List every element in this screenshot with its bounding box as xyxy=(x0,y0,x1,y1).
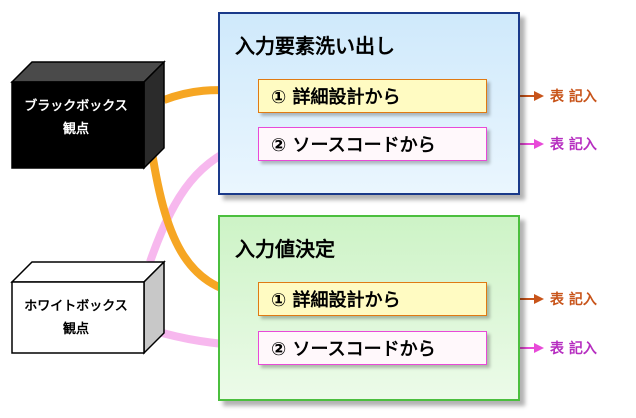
panel-title: 入力値決定 xyxy=(235,237,335,261)
output-label: 表 記入 xyxy=(550,292,597,308)
item-detail-design: ① 詳細設計から xyxy=(258,282,487,316)
output-label: 表 記入 xyxy=(550,137,597,153)
whitebox-cube xyxy=(10,260,166,355)
item-source-code: ② ソースコードから xyxy=(258,331,487,365)
item-source-code: ② ソースコードから xyxy=(258,127,487,161)
output-label: 表 記入 xyxy=(550,341,597,357)
panel-title: 入力要素洗い出し xyxy=(235,34,395,58)
blackbox-label: ブラックボックス 観点 xyxy=(12,95,140,141)
item-detail-design: ① 詳細設計から xyxy=(258,79,487,113)
blackbox-label-line1: ブラックボックス xyxy=(24,99,128,114)
whitebox-label-line1: ホワイトボックス xyxy=(24,299,128,314)
blackbox-label-line2: 観点 xyxy=(62,122,89,137)
whitebox-label-line2: 観点 xyxy=(62,322,89,337)
whitebox-label: ホワイトボックス 観点 xyxy=(12,295,140,341)
blackbox-cube xyxy=(10,60,166,170)
output-label: 表 記入 xyxy=(550,89,597,105)
